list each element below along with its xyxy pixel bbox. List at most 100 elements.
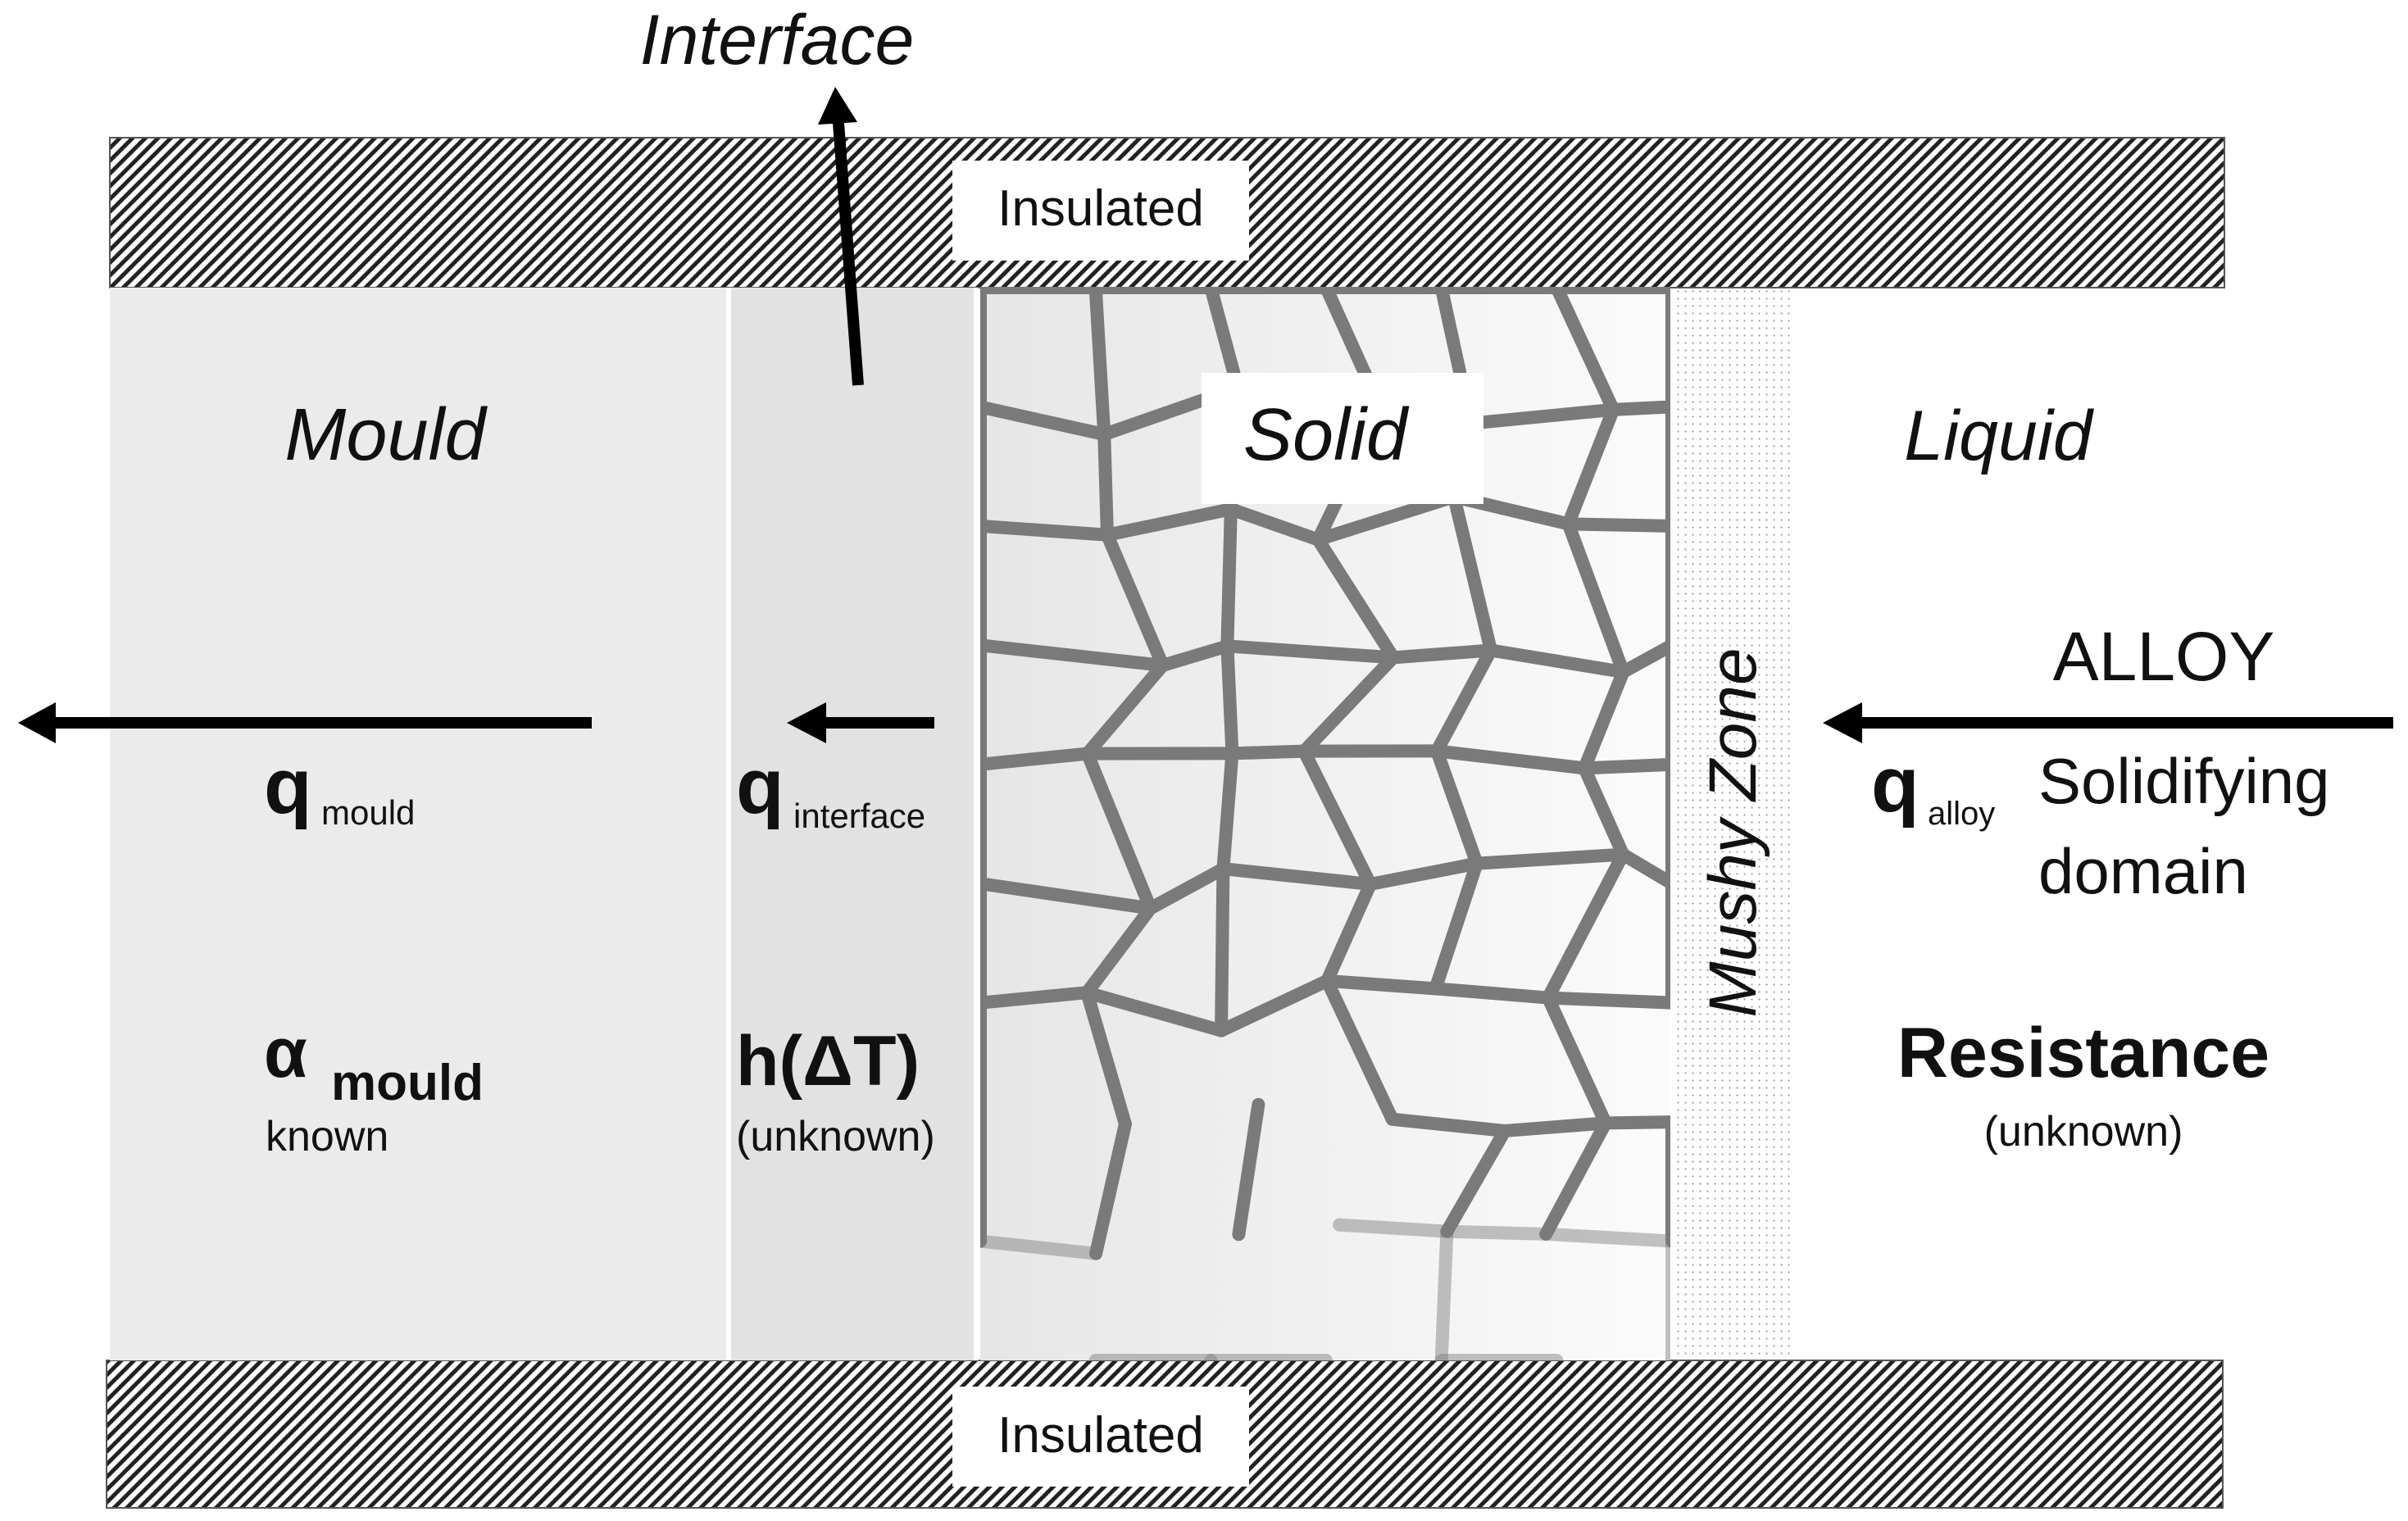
grain-boundary: [980, 638, 1170, 672]
q-alloy-symbol: q: [1871, 741, 1920, 829]
h-delta-t-label: h(ΔT): [736, 1022, 920, 1101]
grain-boundary: [980, 519, 1114, 542]
grain-boundary: [1541, 991, 1612, 1130]
grain-boundary: [1561, 517, 1670, 533]
grain-boundary: [1089, 1117, 1132, 1260]
grain-boundary: [1616, 638, 1670, 679]
grain-boundary: [1311, 533, 1400, 665]
grain-boundary: [1539, 1116, 1612, 1241]
grain-boundary: [1215, 974, 1334, 1037]
mushy-zone-region: [1672, 288, 1795, 1360]
grain-boundary: [1297, 744, 1377, 891]
grain-boundary: [980, 986, 1094, 1010]
grain-boundary: [1232, 1097, 1265, 1242]
grain-boundary: [1143, 862, 1230, 915]
h-unknown-note: (unknown): [736, 1113, 935, 1160]
grain-boundary: [1363, 856, 1483, 891]
grain-boundary: [1550, 287, 1620, 416]
grain-boundary: [1578, 761, 1630, 861]
grain-boundary: [1224, 502, 1325, 547]
heat-flow-arrow-interface-head: [787, 702, 826, 743]
grain-boundary: [1100, 502, 1238, 542]
grain-boundary: [1606, 400, 1670, 416]
grain-boundary: [1216, 862, 1377, 891]
q-interface-symbol: q: [736, 742, 784, 830]
grain-boundary: [980, 1234, 1103, 1260]
grain-boundary: [1434, 1224, 1454, 1360]
grain-boundary: [1440, 1124, 1511, 1238]
solidifying-line-1: Solidifying: [2038, 745, 2330, 817]
grain-boundary: [1539, 1227, 1670, 1248]
grain-boundary: [1561, 402, 1620, 531]
grain-boundary: [1497, 1116, 1612, 1137]
q-interface-subscript: interface: [793, 797, 925, 835]
grain-boundary: [1616, 847, 1670, 890]
grain-boundary: [1561, 517, 1630, 679]
grain-boundary: [1320, 974, 1399, 1126]
insulated-top-label: Insulated: [997, 180, 1204, 237]
grain-boundary: [1598, 1115, 1670, 1130]
grain-boundary: [1578, 665, 1630, 775]
grain-boundary: [1080, 747, 1157, 915]
liquid-label: Liquid: [1904, 397, 2095, 475]
grain-boundary: [1097, 428, 1114, 542]
interface-pointer-arrow: [833, 122, 864, 386]
grain-boundary: [1100, 528, 1170, 672]
grain-boundary: [1484, 643, 1630, 679]
grain-boundary: [1429, 982, 1555, 1005]
insulated-top-box: [952, 161, 1249, 261]
mould-region: [110, 288, 726, 1360]
heat-flow-arrow-mould-head: [18, 702, 56, 743]
grain-boundary: [980, 877, 1157, 915]
heat-flow-arrow-alloy-head: [1823, 702, 1862, 743]
alpha-symbol: α: [264, 1014, 307, 1092]
grain-boundary: [1080, 986, 1132, 1131]
grain-boundary: [1320, 877, 1377, 988]
alloy-label: ALLOY: [2053, 618, 2275, 695]
alpha-subscript: mould: [331, 1055, 484, 1111]
grain-boundary: [1578, 757, 1670, 775]
grain-boundary: [1220, 639, 1239, 760]
interface-pointer-arrow-head: [818, 87, 857, 125]
grain-boundary: [1220, 639, 1400, 665]
grain-boundary: [1430, 643, 1498, 758]
grain-boundary: [1080, 658, 1170, 760]
grain-boundary: [1220, 502, 1238, 653]
grain-boundary: [1088, 287, 1111, 442]
q-mould-subscript: mould: [321, 793, 415, 832]
grain-boundary: [1080, 901, 1157, 1000]
grain-boundary: [1216, 747, 1239, 876]
grain-boundary: [980, 400, 1111, 442]
grain-boundary: [1541, 991, 1670, 1010]
q-alloy-subscript: alloy: [1928, 796, 1995, 832]
grain-boundary: [1333, 1218, 1454, 1238]
alpha-known-note: known: [266, 1113, 388, 1160]
mushy-zone-label: Mushy Zone: [1696, 647, 1770, 1017]
grain-boundary: [1430, 744, 1483, 870]
grain-boundary: [1225, 744, 1311, 760]
grain-boundary: [1204, 287, 1245, 395]
grain-boundary: [980, 747, 1094, 771]
resistance-unknown-note: (unknown): [1984, 1108, 2183, 1156]
grain-boundary: [1440, 1224, 1553, 1241]
solid-label-box: [1202, 373, 1483, 504]
grain-boundary: [1385, 1112, 1511, 1137]
grain-boundary: [1429, 856, 1483, 996]
interface-region: [731, 288, 974, 1360]
insulated-bottom-box: [952, 1387, 1249, 1487]
grain-boundary: [1447, 490, 1498, 657]
grain-boundary: [1080, 986, 1229, 1037]
solidifying-line-2: domain: [2038, 835, 2248, 907]
solid-label: Solid: [1243, 394, 1410, 476]
grain-boundary: [1320, 974, 1443, 996]
grain-boundary: [1430, 744, 1592, 775]
insulated-bottom-label: Insulated: [997, 1407, 1204, 1464]
mould-label: Mould: [284, 394, 488, 476]
resistance-label: Resistance: [1897, 1014, 2269, 1092]
q-mould-symbol: q: [264, 742, 312, 830]
grain-boundary: [1470, 847, 1630, 870]
interface-label: Interface: [640, 1, 915, 79]
grain-boundary: [1541, 847, 1630, 1005]
grain-boundary: [1156, 639, 1234, 672]
